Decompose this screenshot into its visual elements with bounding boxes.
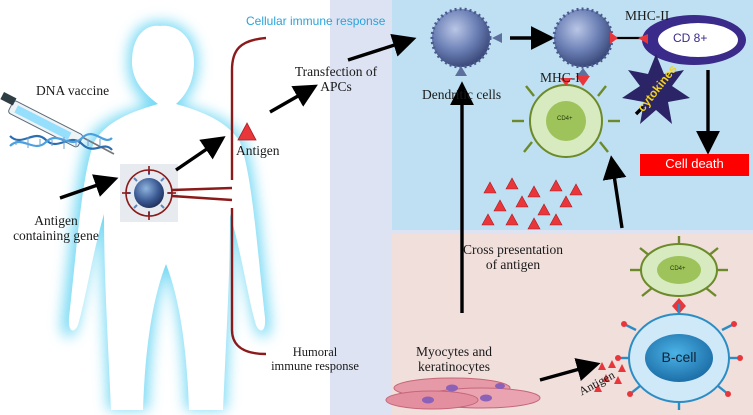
cd4-top-label: CD4+: [557, 116, 573, 122]
cd4-cell-top-icon: [512, 78, 620, 158]
antigen-containing-gene-label: Antigen containing gene: [0, 213, 112, 243]
antigen-small-cluster-icon: [594, 360, 626, 392]
b-cell-icon: [615, 304, 743, 410]
humoral-line-1: Humoral: [292, 345, 338, 359]
myocytes-icon: [385, 377, 541, 410]
cross-line-1: Cross presentation: [462, 242, 564, 257]
mhc-i-label: MHC-I: [540, 70, 580, 85]
mhc-ii-label: MHC-II: [625, 8, 670, 23]
transfection-label: Transfection of APCs: [280, 64, 392, 94]
dendritic-cell-2-icon: [552, 7, 618, 86]
cytokines-star-icon: [622, 54, 690, 124]
target-virus-icon: [120, 164, 178, 222]
transfection-line-2: APCs: [320, 79, 352, 95]
antigen-gene-line-2: containing gene: [13, 228, 99, 244]
bracket-lines: [171, 36, 267, 356]
dendritic-cell-1-icon: [430, 7, 502, 76]
cellular-immune-response-label: Cellular immune response: [246, 14, 386, 28]
humoral-line-2: immune response: [271, 359, 359, 373]
transfection-line-1: Transfection of: [294, 64, 378, 79]
cd8-label: CD 8+: [673, 31, 708, 45]
cross-line-2: of antigen: [485, 257, 541, 273]
dendritic-cells-label: Dendritic cells: [422, 87, 502, 102]
humoral-immune-response-label: Humoral immune response: [256, 345, 374, 373]
cd4-cell-bottom-icon: [630, 236, 728, 314]
antigen-cluster-icon: [481, 177, 583, 230]
antigen-gene-line-1: Antigen: [34, 213, 78, 228]
b-cell-label: B-cell: [661, 349, 697, 365]
myocytes-line-1: Myocytes and: [415, 344, 493, 359]
cross-presentation-label: Cross presentation of antigen: [448, 242, 578, 272]
cd8-cell-icon: [638, 15, 746, 65]
cd4-bottom-label: CD4+: [670, 266, 686, 272]
antigen-triangle-icon: [237, 122, 257, 141]
cell-death-label: Cell death: [665, 156, 724, 171]
dna-vaccine-label: DNA vaccine: [36, 83, 110, 98]
myocytes-label: Myocytes and keratinocytes: [398, 344, 510, 374]
myocytes-line-2: keratinocytes: [418, 359, 490, 375]
cell-death-box: [640, 154, 749, 176]
dna-helix: [9, 132, 113, 151]
antigen-label: Antigen: [236, 143, 280, 158]
